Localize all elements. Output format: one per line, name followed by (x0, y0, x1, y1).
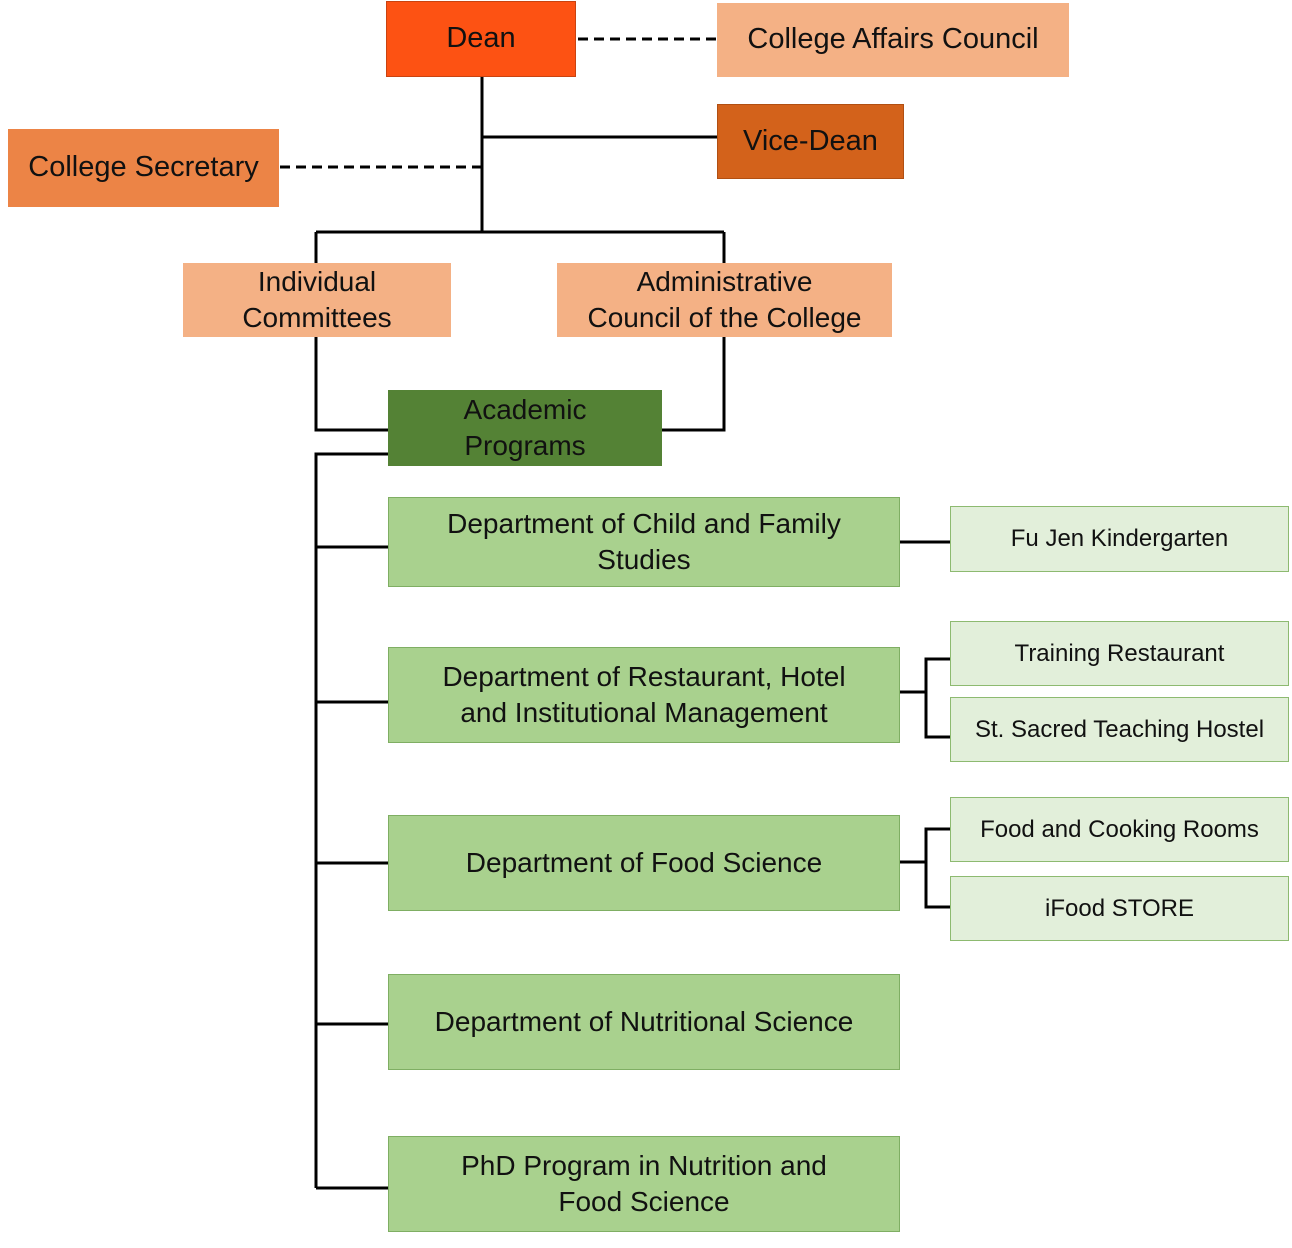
unit-label: Training Restaurant (1014, 639, 1225, 667)
phd-program-box: PhD Program in Nutrition and Food Scienc… (388, 1136, 900, 1232)
department-nutritional-science-box: Department of Nutritional Science (388, 974, 900, 1070)
administrative-council-box: Administrative Council of the College (557, 263, 892, 337)
college-affairs-council-box: College Affairs Council (717, 3, 1069, 77)
fs-unit-bracket (924, 827, 950, 909)
department-food-science-box: Department of Food Science (388, 815, 900, 911)
dean-box: Dean (386, 1, 576, 77)
food-cooking-rooms-box: Food and Cooking Rooms (950, 797, 1289, 862)
department-child-family-box: Department of Child and Family Studies (388, 497, 900, 587)
vice-dean-label: Vice-Dean (743, 124, 878, 157)
ifood-store-box: iFood STORE (950, 876, 1289, 941)
unit-label: Food and Cooking Rooms (980, 815, 1259, 843)
unit-label: Fu Jen Kindergarten (1010, 525, 1229, 553)
rhim-unit-bracket (924, 657, 950, 739)
department-label: Department of Restaurant, Hotel and Inst… (442, 660, 846, 728)
college-secretary-label: College Secretary (28, 151, 259, 184)
department-label: Department of Nutritional Science (434, 1005, 854, 1037)
dean-label: Dean (446, 22, 516, 55)
department-label: PhD Program in Nutrition and Food Scienc… (461, 1149, 827, 1217)
department-label: Department of Child and Family Studies (447, 507, 841, 575)
college-affairs-council-label: College Affairs Council (747, 23, 1039, 56)
council-to-academic (662, 337, 726, 432)
individual-committees-label: Individual Committees (242, 265, 392, 333)
department-label: Department of Food Science (465, 846, 823, 878)
vice-dean-box: Vice-Dean (717, 104, 904, 179)
unit-label: iFood STORE (1045, 894, 1194, 922)
individual-committees-box: Individual Committees (183, 263, 451, 337)
teaching-hostel-box: St. Sacred Teaching Hostel (950, 697, 1289, 762)
department-spine (314, 452, 388, 1188)
academic-programs-label: Academic Programs (463, 393, 587, 461)
department-restaurant-hotel-box: Department of Restaurant, Hotel and Inst… (388, 647, 900, 743)
college-secretary-box: College Secretary (8, 129, 279, 207)
fu-jen-kindergarten-box: Fu Jen Kindergarten (950, 506, 1289, 572)
academic-programs-box: Academic Programs (388, 390, 662, 466)
committees-to-academic (314, 337, 388, 432)
administrative-council-label: Administrative Council of the College (587, 265, 862, 333)
training-restaurant-box: Training Restaurant (950, 621, 1289, 686)
unit-label: St. Sacred Teaching Hostel (974, 715, 1265, 743)
